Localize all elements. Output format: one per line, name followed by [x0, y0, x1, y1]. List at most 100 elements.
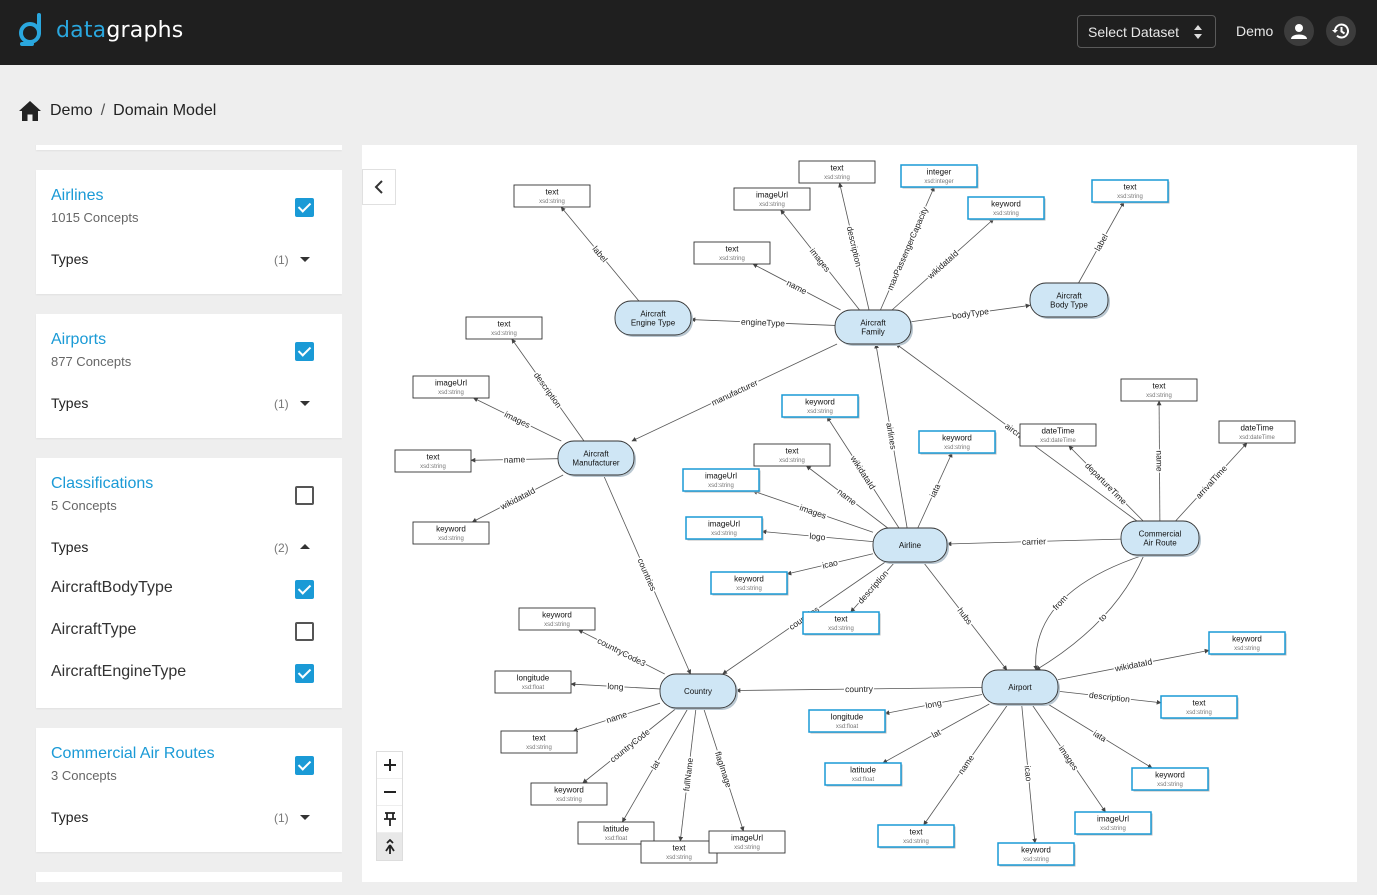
edge-label: engineType	[741, 317, 786, 329]
types-count: (2)	[274, 541, 289, 555]
edge-line	[578, 629, 665, 675]
card-title[interactable]: Airlines	[51, 187, 104, 204]
concept-label: Aircraft	[860, 319, 886, 328]
literal-type: keyword	[1021, 846, 1051, 855]
concept-box	[872, 527, 948, 563]
literal-type: keyword	[991, 200, 1021, 209]
expand-types-icon[interactable]	[300, 401, 310, 406]
expand-types-icon[interactable]	[300, 815, 310, 820]
type-item-checkbox[interactable]	[295, 622, 314, 641]
edge-line	[923, 703, 1009, 826]
literal-box	[1074, 811, 1152, 835]
literal-type: keyword	[734, 575, 764, 584]
edge-label: label	[1092, 232, 1110, 253]
history-button[interactable]	[1326, 16, 1356, 46]
literal-datatype: xsd:dateTime	[1040, 438, 1076, 444]
edge-label: lat	[649, 758, 662, 771]
collapse-types-icon[interactable]	[300, 544, 310, 549]
dataset-sidebar[interactable]: Airlines 1015 Concepts Types (1) Airport…	[17, 145, 342, 882]
layout-button[interactable]	[377, 833, 402, 860]
pin-button[interactable]	[377, 806, 402, 833]
card-checkbox[interactable]	[295, 486, 314, 505]
card-title[interactable]: Airports	[51, 331, 107, 348]
edge-images: images	[780, 209, 860, 311]
type-item-checkbox[interactable]	[295, 664, 314, 683]
literal-box	[518, 607, 596, 631]
literal-type: dateTime	[1041, 427, 1075, 436]
type-item-checkbox[interactable]	[295, 580, 314, 599]
expand-types-icon[interactable]	[300, 257, 310, 262]
card-checkbox[interactable]	[295, 756, 314, 775]
concept-node-body[interactable]: AircraftBody Type	[1029, 282, 1110, 319]
concept-node-airline[interactable]: Airline	[872, 527, 949, 564]
concept-label: Body Type	[1050, 301, 1088, 310]
literal-datatype: xsd:string	[824, 175, 850, 181]
card-title[interactable]: Classifications	[51, 475, 154, 492]
edge-line	[1021, 703, 1037, 844]
concept-node-airport[interactable]: Airport	[981, 669, 1060, 706]
user-account-button[interactable]	[1284, 16, 1314, 46]
edge-label: airlines	[884, 422, 898, 450]
home-icon[interactable]	[18, 100, 42, 122]
literal-type: imageUrl	[756, 191, 788, 200]
zoom-out-button[interactable]	[377, 779, 402, 806]
edge-line	[826, 416, 900, 529]
card-checkbox[interactable]	[295, 342, 314, 361]
concept-node-engine[interactable]: AircraftEngine Type	[614, 300, 693, 337]
card-title[interactable]: Commercial Air Routes	[51, 745, 215, 762]
edge-wikidataId: wikidataId	[471, 474, 564, 523]
zoom-in-button[interactable]	[377, 752, 402, 779]
app-logo[interactable]: datagraphs	[16, 13, 183, 47]
concept-label: Commercial	[1139, 530, 1182, 539]
card-checkbox[interactable]	[295, 198, 314, 217]
edge-label: maxPassengerCapacity	[885, 205, 930, 292]
collapse-sidebar-button[interactable]	[362, 169, 396, 205]
literal-node-dateTime[interactable]: dateTime xsd:dateTime	[1019, 423, 1097, 447]
select-dataset-dropdown[interactable]: Select Dataset	[1077, 15, 1216, 48]
concept-node-country[interactable]: Country	[659, 673, 738, 710]
breadcrumb-home-link[interactable]: Demo	[50, 102, 93, 119]
edge-label: images	[798, 502, 827, 520]
edge-label: countryCode	[608, 726, 652, 764]
